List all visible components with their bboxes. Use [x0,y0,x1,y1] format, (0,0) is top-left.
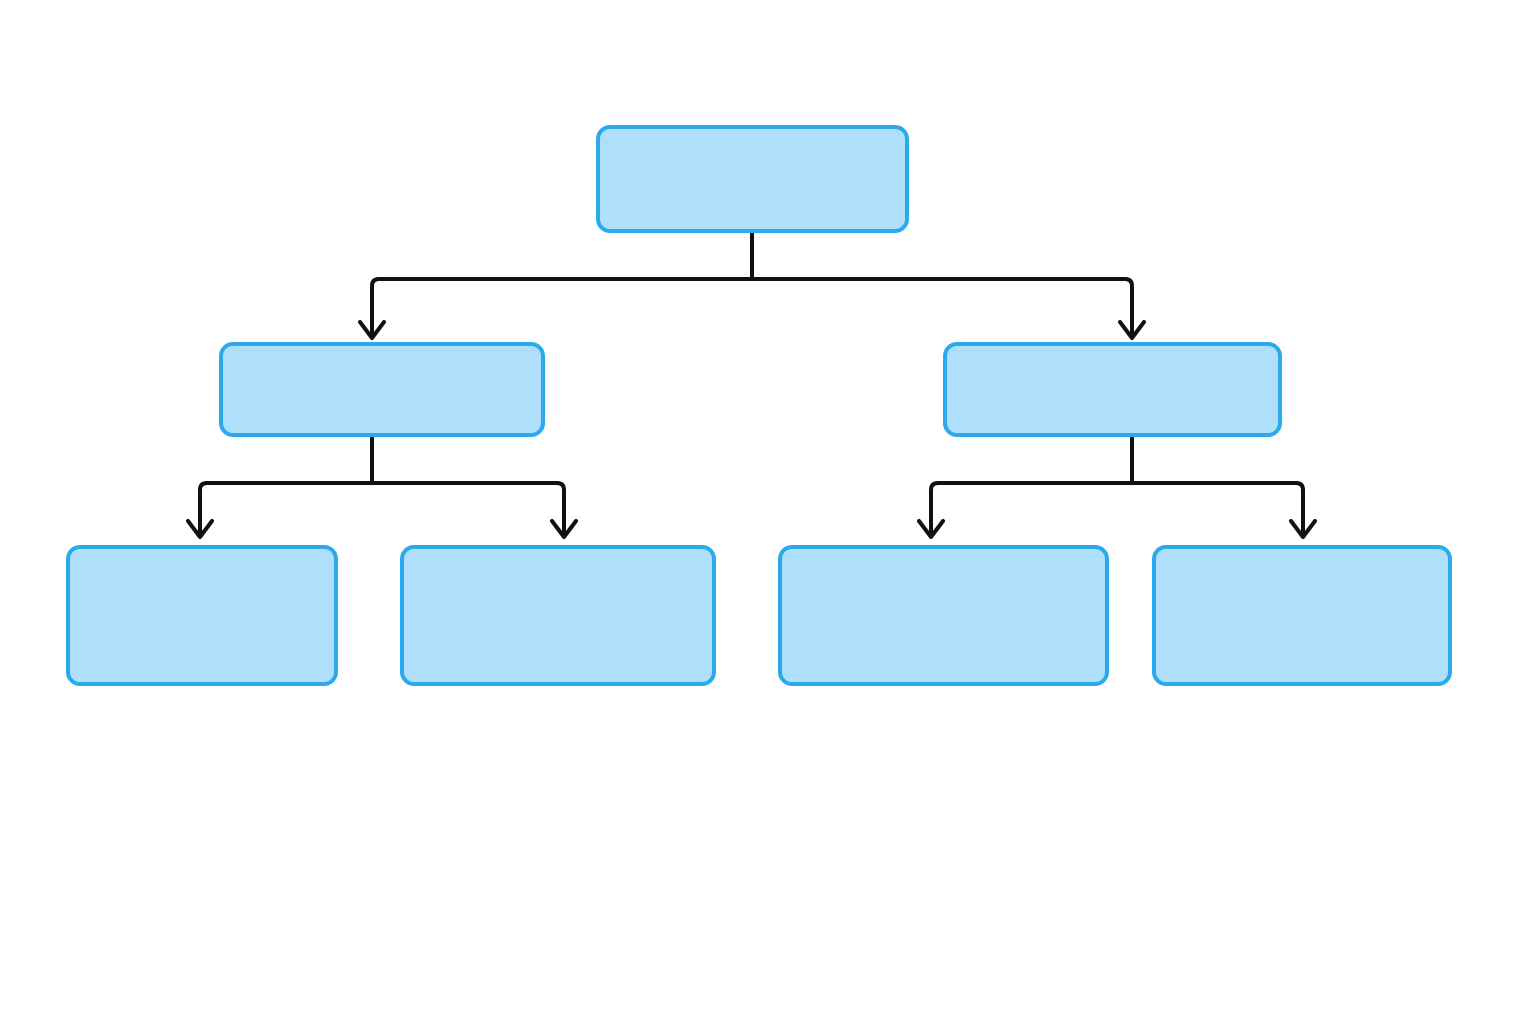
arrowhead-to-right-left [917,519,945,539]
node-right-left [778,545,1109,686]
connector-root-to-children [370,230,1134,338]
node-left-right [400,545,716,686]
node-root-box [596,125,909,233]
node-root [596,125,909,233]
arrowhead-to-right [1118,320,1146,340]
arrowhead-to-right-right [1289,519,1317,539]
arrowhead-to-left-right [550,519,578,539]
node-right [943,342,1282,437]
arrowhead-to-left-left [186,519,214,539]
node-right-box [943,342,1282,437]
node-left-right-box [400,545,716,686]
node-left-box [219,342,545,437]
node-right-left-box [778,545,1109,686]
node-right-right [1152,545,1452,686]
node-right-right-box [1152,545,1452,686]
connector-left-to-children [198,435,566,537]
connector-right-to-children [929,435,1305,537]
arrowhead-to-left [358,320,386,340]
node-left [219,342,545,437]
node-left-left [66,545,338,686]
node-left-left-box [66,545,338,686]
